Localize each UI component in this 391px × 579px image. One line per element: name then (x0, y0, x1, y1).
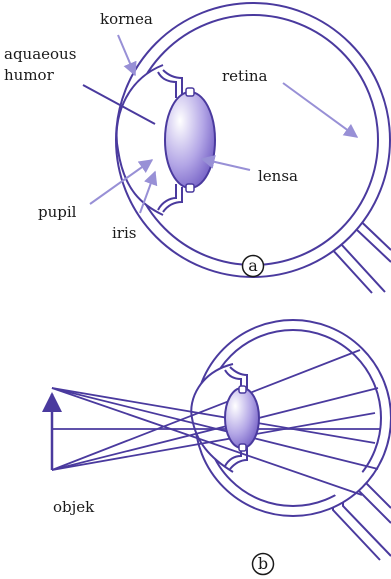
ciliary-knob-top-b (239, 386, 246, 393)
panel-label-b: b (258, 554, 268, 573)
pointer-kornea (118, 35, 135, 75)
ciliary-knob-top-a (186, 88, 194, 96)
ciliary-knob-bottom-a (186, 184, 194, 192)
label-aquaeous: aquaeous (4, 45, 76, 63)
lens-b (225, 388, 259, 448)
label-lensa: lensa (258, 167, 298, 185)
cornea-a (117, 65, 163, 215)
label-kornea: kornea (100, 10, 153, 28)
eye-diagram-a: kornea aquaeous humor retina lensa pupil… (4, 3, 391, 293)
lens-a (165, 92, 215, 188)
label-humor: humor (4, 66, 55, 84)
eye-diagram-b: objek b (52, 320, 391, 575)
label-pupil: pupil (38, 203, 77, 221)
ciliary-knob-bottom-b (239, 444, 246, 451)
panel-label-a: a (248, 256, 258, 275)
label-retina: retina (222, 67, 268, 85)
label-objek: objek (53, 498, 95, 516)
label-iris: iris (112, 224, 136, 242)
